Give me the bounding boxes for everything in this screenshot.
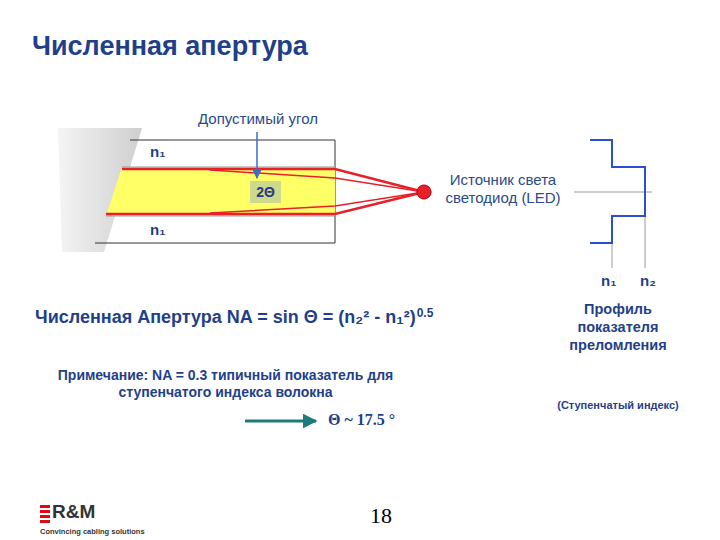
page-number: 18 — [370, 503, 392, 529]
led-source — [417, 185, 431, 199]
cladding-edge — [95, 243, 335, 244]
logo-stripe — [40, 505, 50, 508]
core-edge — [122, 167, 335, 168]
profile-subtitle: (Ступенчатый индекс) — [538, 399, 698, 412]
profile-axis — [612, 243, 613, 268]
note: Примечание: NA = 0.3 типичный показатель… — [28, 367, 423, 401]
angle-label: 2Θ — [256, 184, 275, 200]
profile-title: Профиль показателя преломления — [545, 300, 691, 354]
cladding-edge — [130, 140, 335, 141]
index-profile — [590, 140, 645, 243]
index-label: n₂ — [640, 272, 656, 290]
logo-stripe — [40, 510, 50, 513]
index-label: n₁ — [601, 272, 616, 290]
logo-stripe — [40, 520, 50, 523]
formula-exponent: 0.5 — [417, 306, 434, 320]
slide-title: Численная апертура — [32, 30, 308, 62]
formula: Численная Апертура NA = sin Θ = (n₂² - n… — [35, 307, 416, 327]
source-label: Источник света светодиод (LED) — [432, 171, 574, 207]
result-arrow — [245, 420, 316, 423]
angle-result: Θ ~ 17.5 ° — [328, 410, 395, 429]
logo-slogan: Convincing cabling solutions — [40, 527, 145, 536]
logo-stripe — [40, 515, 50, 518]
acceptance-cone — [210, 192, 424, 213]
index-label: n₁ — [150, 221, 165, 239]
core-edge — [106, 216, 335, 217]
logo-text: R&M — [52, 501, 95, 524]
index-label: n₁ — [150, 143, 165, 161]
formula-line: Численная Апертура NA = sin Θ = (n₂² - n… — [35, 306, 433, 329]
acceptance-cone — [210, 170, 424, 192]
leader-arrow — [256, 132, 258, 178]
angle-box: 2Θ — [250, 181, 281, 203]
callout-label: Допустимый угол — [198, 110, 318, 128]
